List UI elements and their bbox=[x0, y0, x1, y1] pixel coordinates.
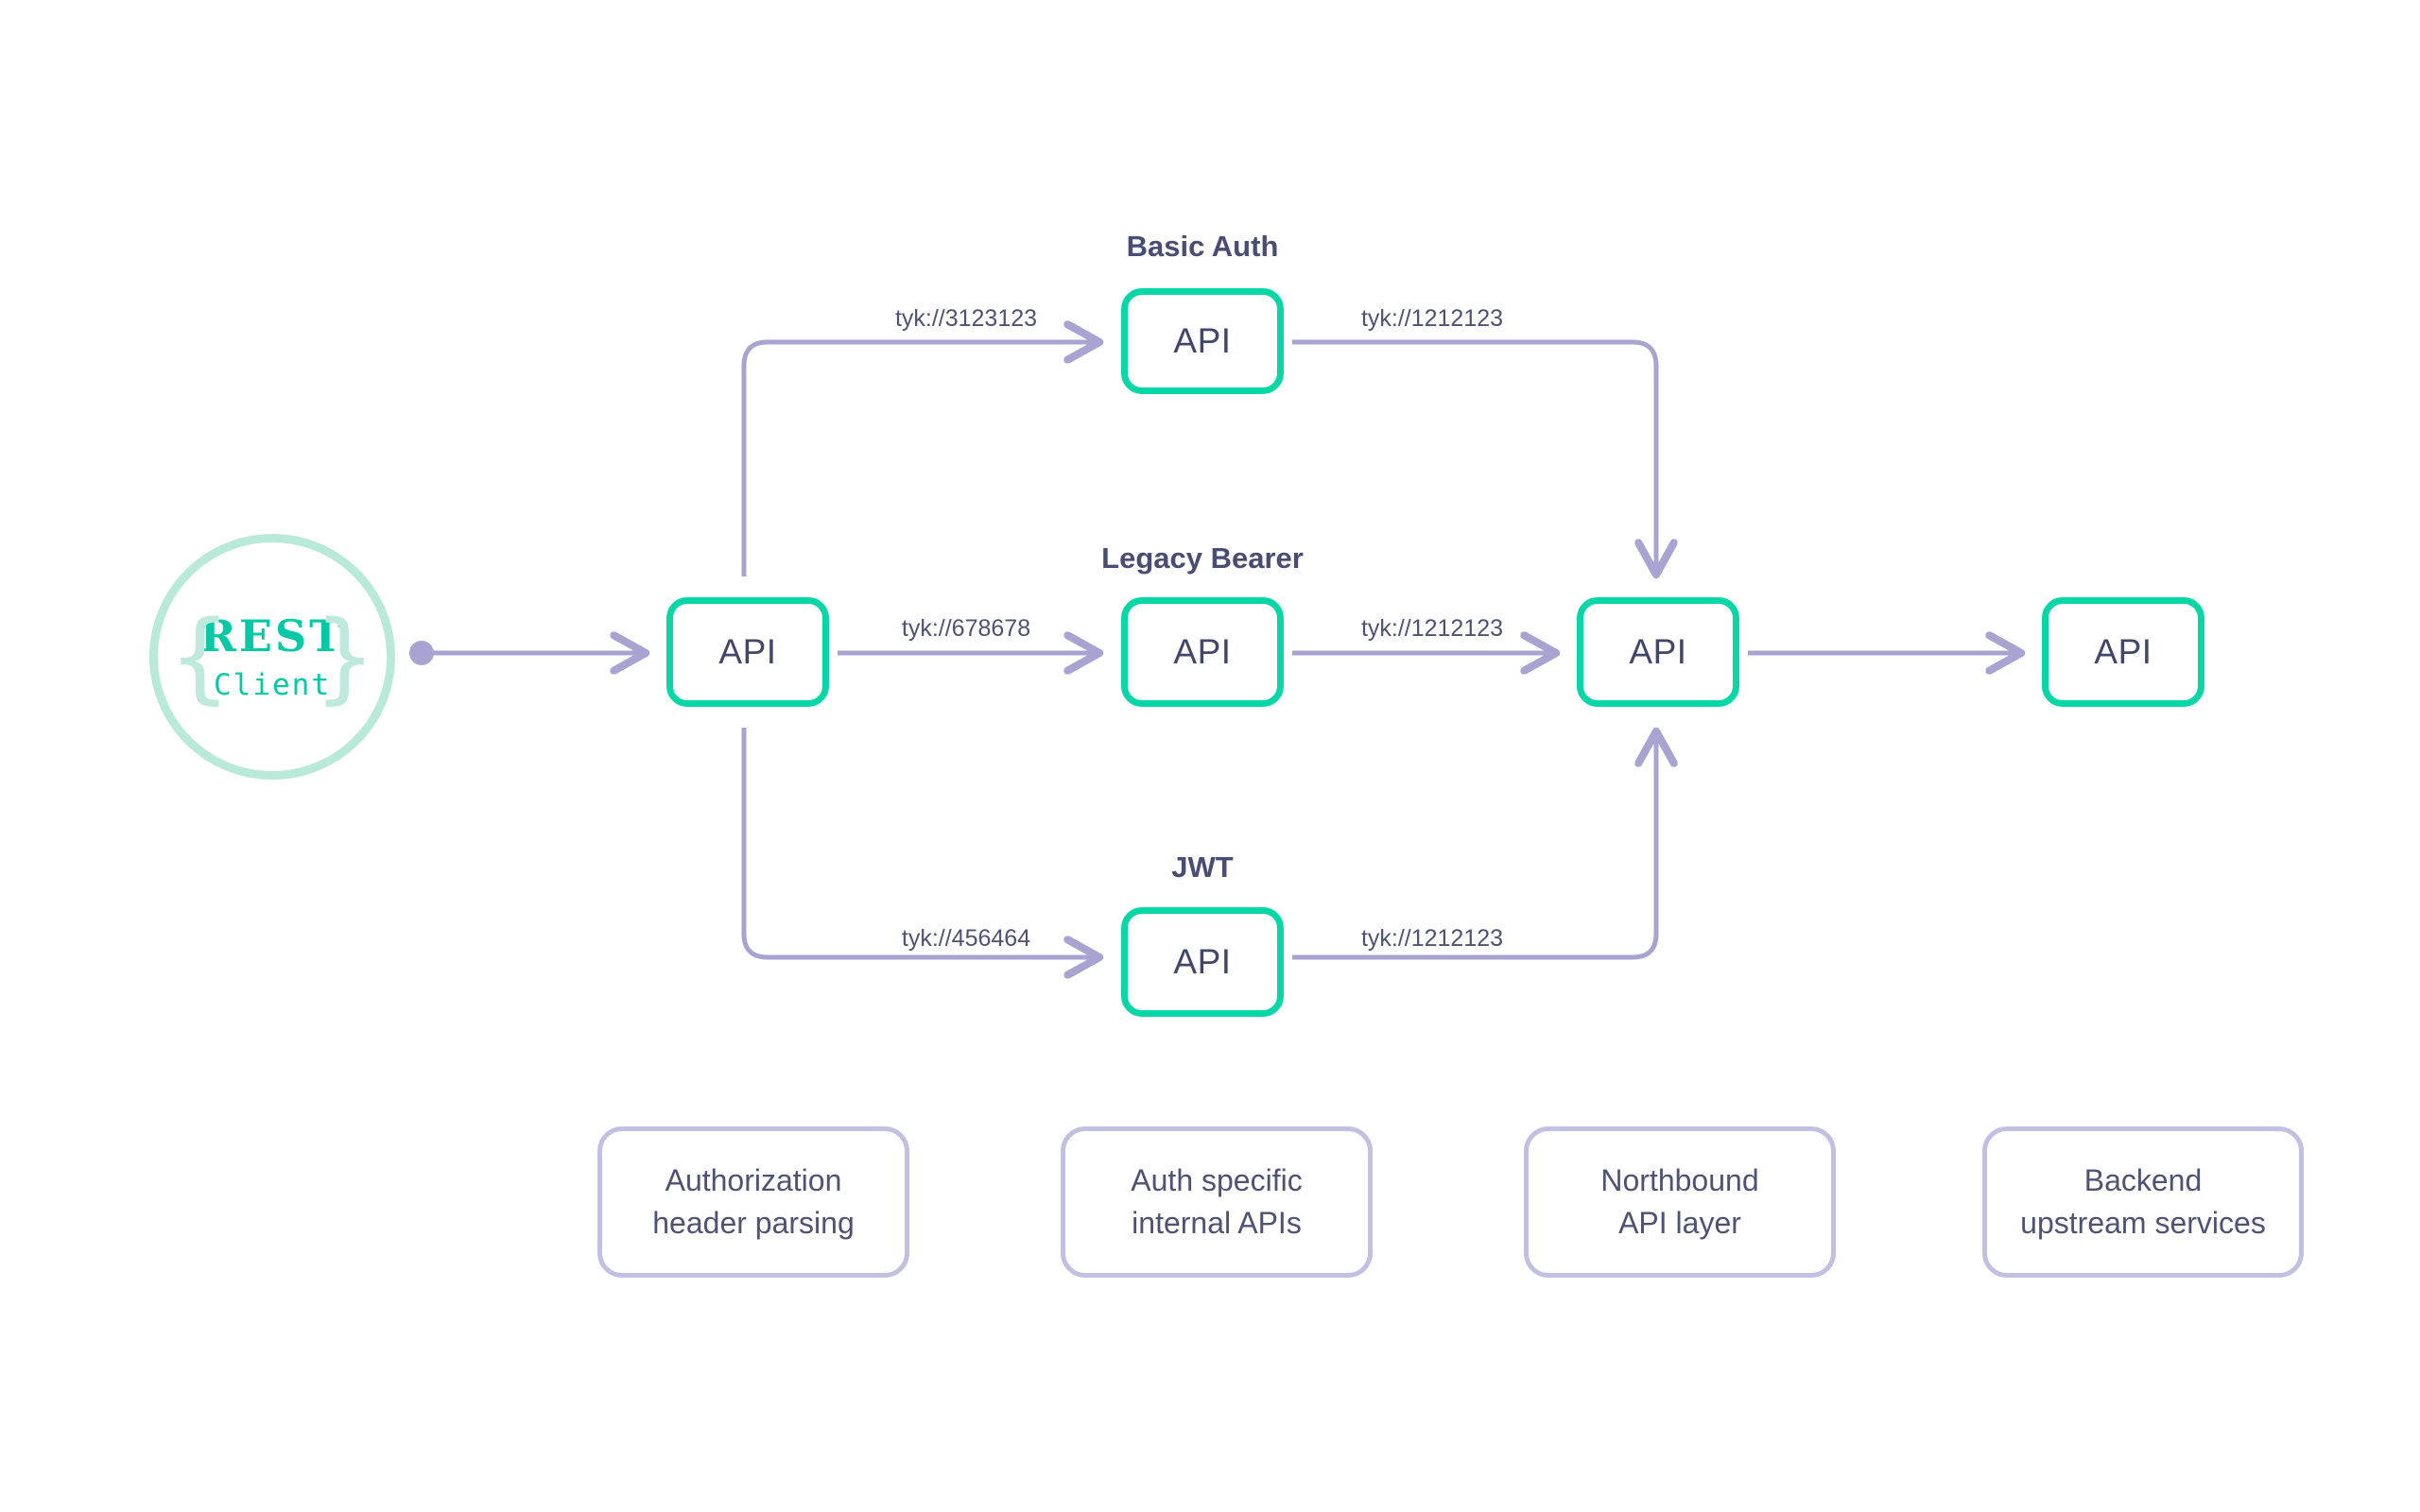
wire-jwt-to-northbound bbox=[1292, 730, 1656, 960]
wire-basic-auth-to-northbound bbox=[1292, 339, 1656, 576]
api-node-backend[interactable]: API bbox=[2042, 597, 2204, 707]
rest-client-badge: { } REST Client bbox=[149, 534, 395, 780]
rest-client-title: REST bbox=[199, 610, 345, 662]
brace-left-icon: { bbox=[170, 599, 230, 714]
caption-label: Northbound API layer bbox=[1600, 1162, 1759, 1240]
caption-label: Auth specific internal APIs bbox=[1131, 1162, 1303, 1240]
api-node-label: API bbox=[718, 632, 777, 671]
branch-heading-jwt: JWT bbox=[1171, 850, 1234, 884]
caption-authorization-header-parsing: Authorization header parsing bbox=[597, 1126, 909, 1278]
brace-right-icon: } bbox=[315, 599, 374, 714]
edge-label-legacy-bearer-to-northbound: tyk://1212123 bbox=[1360, 615, 1504, 642]
api-node-label: API bbox=[1173, 632, 1232, 671]
edge-label-gateway-to-basic-auth: tyk://3123123 bbox=[894, 305, 1038, 332]
edge-label-basic-auth-to-northbound: tyk://1212123 bbox=[1360, 305, 1504, 332]
api-node-jwt[interactable]: API bbox=[1121, 907, 1284, 1017]
wire-gateway-to-jwt bbox=[741, 728, 1101, 957]
api-node-label: API bbox=[2094, 632, 2152, 671]
api-node-label: API bbox=[1629, 632, 1687, 671]
api-node-legacy-bearer[interactable]: API bbox=[1121, 597, 1284, 707]
caption-label: Authorization header parsing bbox=[652, 1162, 855, 1240]
api-node-northbound[interactable]: API bbox=[1577, 597, 1739, 707]
flow-origin-dot bbox=[409, 641, 434, 665]
branch-heading-legacy-bearer: Legacy Bearer bbox=[1101, 541, 1304, 575]
caption-northbound-api-layer: Northbound API layer bbox=[1524, 1126, 1836, 1278]
rest-client-subtitle: Client bbox=[214, 667, 331, 702]
api-node-basic-auth[interactable]: API bbox=[1121, 288, 1284, 394]
api-node-label: API bbox=[1173, 321, 1232, 360]
edge-label-jwt-to-northbound: tyk://1212123 bbox=[1360, 925, 1504, 952]
edge-label-gateway-to-legacy-bearer: tyk://678678 bbox=[901, 615, 1031, 642]
api-node-label: API bbox=[1173, 942, 1232, 981]
edge-label-gateway-to-jwt: tyk://456464 bbox=[901, 925, 1031, 952]
caption-label: Backend upstream services bbox=[2020, 1162, 2266, 1240]
wire-gateway-to-basic-auth bbox=[741, 342, 1101, 576]
caption-auth-specific-internal-apis: Auth specific internal APIs bbox=[1061, 1126, 1373, 1278]
caption-backend-upstream-services: Backend upstream services bbox=[1982, 1126, 2304, 1278]
branch-heading-basic-auth: Basic Auth bbox=[1126, 230, 1279, 263]
api-node-gateway[interactable]: API bbox=[666, 597, 829, 707]
